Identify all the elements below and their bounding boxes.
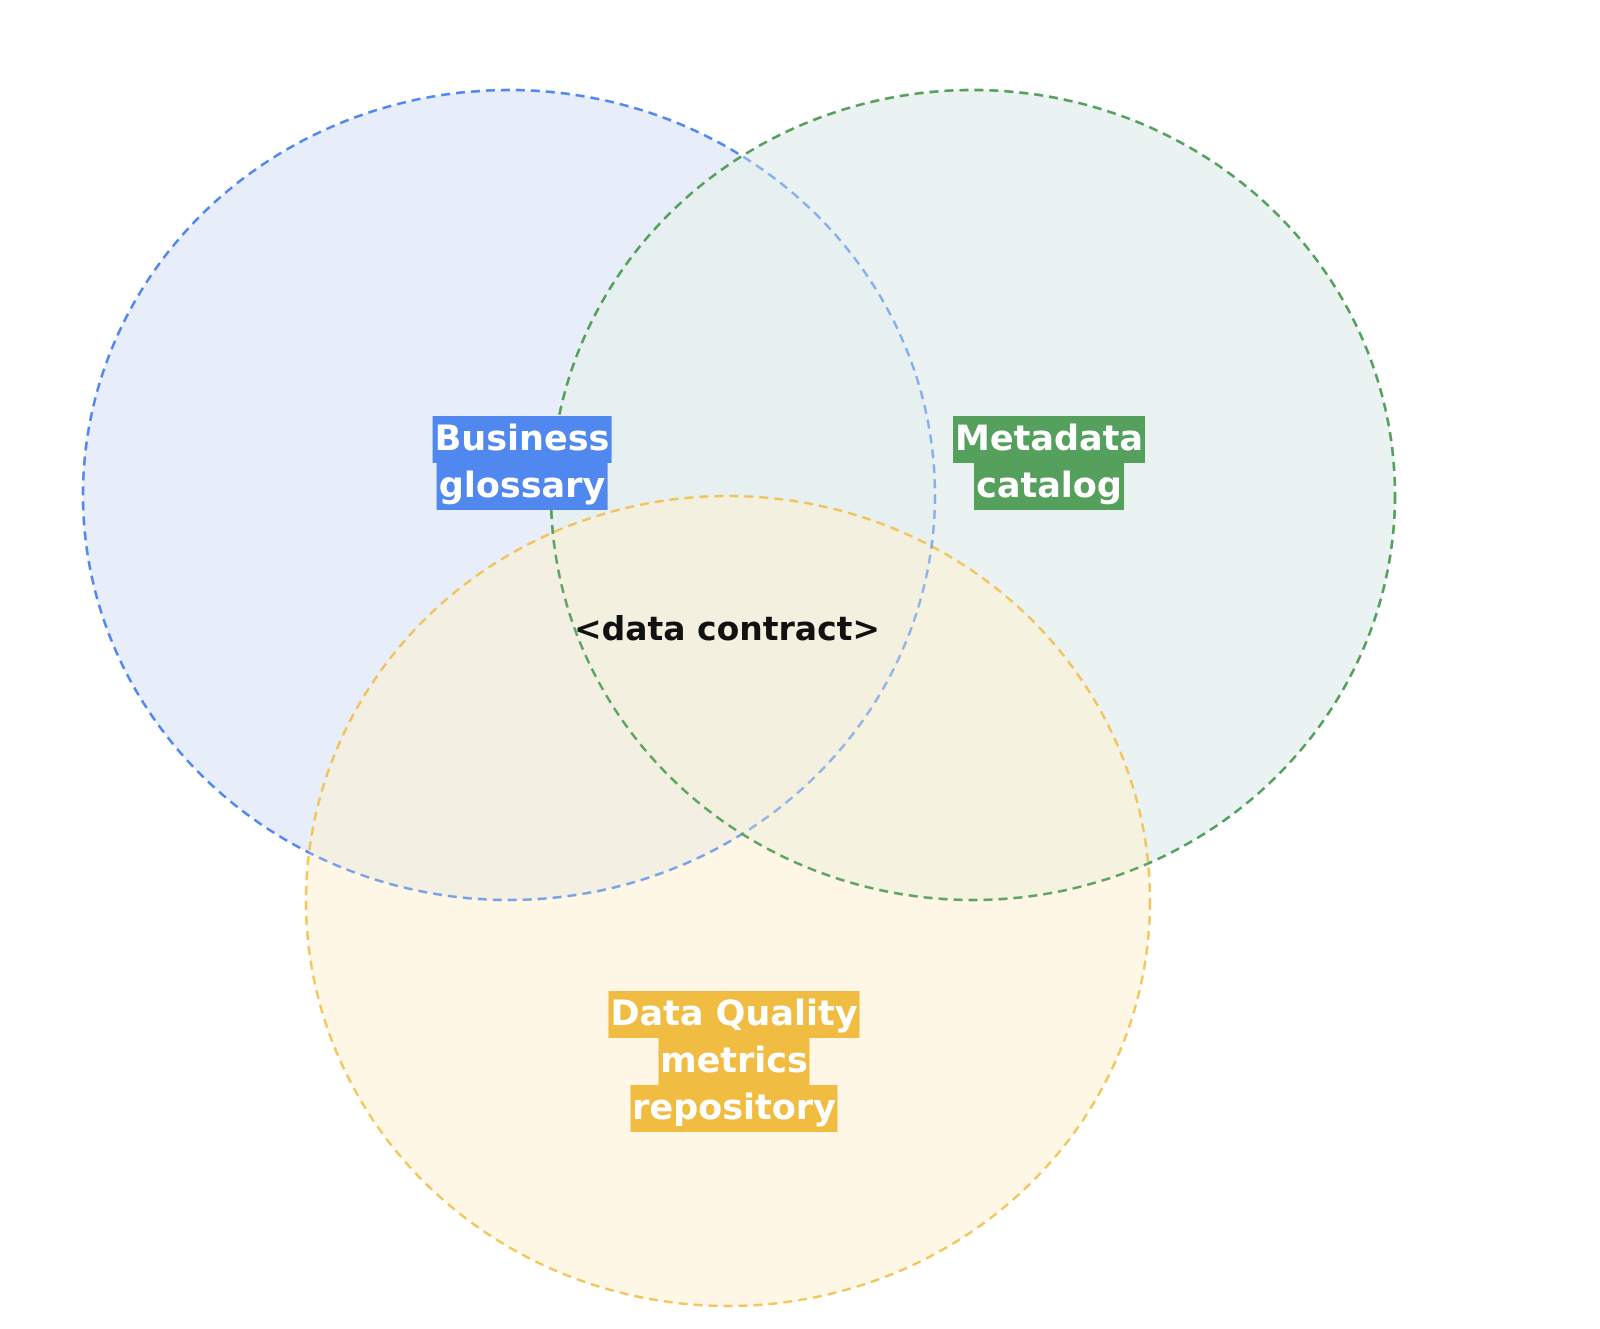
metadata-catalog-label-line-1: Metadata [953, 416, 1145, 463]
metadata-catalog-label: Metadata catalog [953, 416, 1145, 510]
data-quality-label: Data Quality metrics repository [608, 991, 860, 1132]
business-glossary-label-line-2: glossary [436, 463, 608, 510]
business-glossary-outline-overlay [81, 88, 937, 902]
data-quality-label-line-3: repository [630, 1085, 838, 1132]
data-quality-label-line-1: Data Quality [608, 991, 860, 1038]
metadata-catalog-label-line-2: catalog [974, 463, 1124, 510]
business-glossary-label: Business glossary [432, 416, 612, 510]
data-quality-circle [304, 494, 1152, 1308]
data-contract-label: <data contract> [573, 609, 881, 648]
data-quality-label-line-2: metrics [658, 1038, 810, 1085]
business-glossary-label-line-1: Business [432, 416, 612, 463]
